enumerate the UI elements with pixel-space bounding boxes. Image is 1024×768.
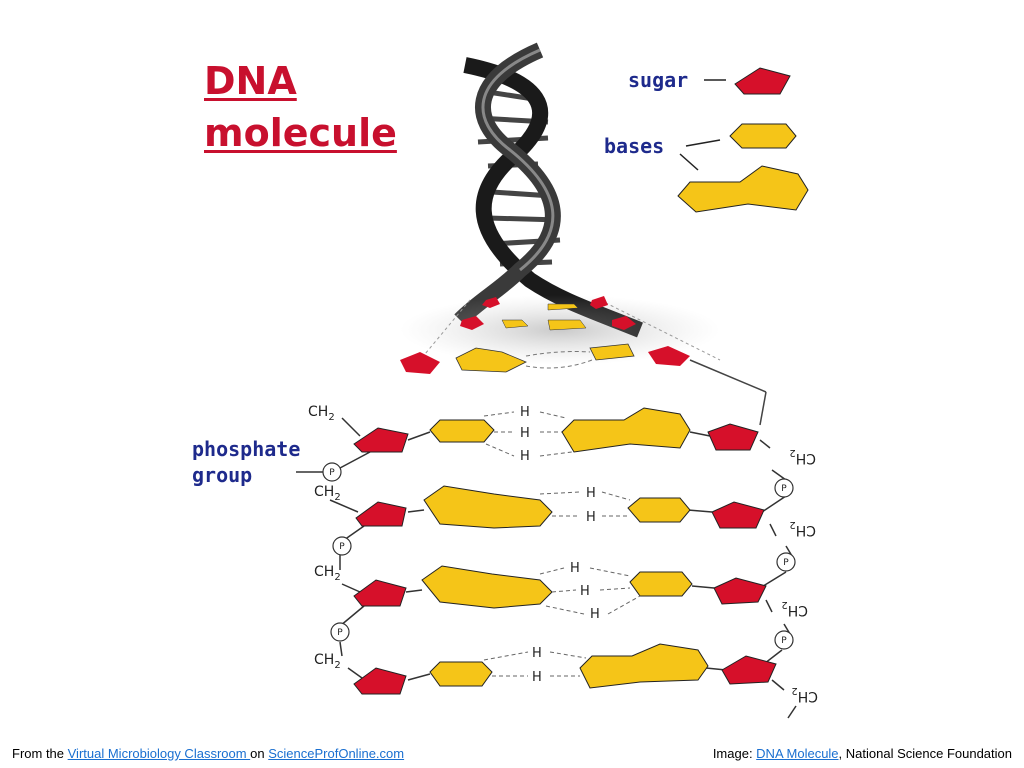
svg-text:CH2: CH2 bbox=[781, 599, 808, 618]
double-helix bbox=[400, 42, 767, 426]
svg-text:CH2: CH2 bbox=[314, 652, 341, 671]
phosphate-label-line-1: phosphate bbox=[192, 437, 301, 461]
svg-text:P: P bbox=[783, 558, 789, 568]
footer-left-prefix: From the bbox=[12, 746, 68, 761]
phosphate-label-line-2: group bbox=[192, 463, 253, 487]
footer-credit-right: Image: DNA Molecule, National Science Fo… bbox=[713, 746, 1012, 761]
footer-right-prefix: Image: bbox=[712, 746, 757, 761]
scienceprofonline-link[interactable]: ScienceProfOnline.com bbox=[268, 746, 405, 761]
dna-molecule-link[interactable]: DNA Molecule bbox=[756, 746, 839, 761]
svg-text:P: P bbox=[339, 542, 345, 552]
svg-text:P: P bbox=[329, 468, 335, 478]
base-pair-row-4: HH bbox=[353, 643, 777, 695]
legend-sugar-icon bbox=[704, 67, 791, 95]
svg-text:CH2: CH2 bbox=[789, 447, 816, 466]
svg-text:H: H bbox=[520, 449, 530, 464]
svg-text:H: H bbox=[532, 646, 542, 661]
ch2-labels-right: CH2 CH2 CH2 CH2 bbox=[781, 447, 818, 704]
phosphate-icon: P bbox=[330, 622, 350, 642]
virtual-microbiology-classroom-link[interactable]: Virtual Microbiology Classroom bbox=[67, 746, 251, 761]
phosphate-icon: P bbox=[774, 478, 794, 498]
backbone bbox=[296, 417, 797, 719]
phosphate-icon: P bbox=[774, 630, 794, 650]
legend-base-large-icon bbox=[677, 153, 809, 213]
phosphate-groups: P P P P P P bbox=[322, 462, 796, 650]
svg-text:CH2: CH2 bbox=[314, 564, 341, 583]
footer-right-suffix: , National Science Foundation bbox=[838, 746, 1012, 761]
legend-label-bases: bases bbox=[604, 134, 665, 158]
svg-text:CH2: CH2 bbox=[789, 519, 816, 538]
base-pair-row-1: HHH bbox=[353, 405, 759, 464]
svg-text:H: H bbox=[590, 607, 600, 622]
footer-left-mid: on bbox=[250, 746, 269, 761]
ch2-labels-left: CH2 CH2 CH2 CH2 bbox=[308, 404, 341, 671]
svg-text:H: H bbox=[586, 486, 596, 501]
svg-text:P: P bbox=[781, 484, 787, 494]
legend-base-small-icon bbox=[685, 123, 797, 149]
svg-text:H: H bbox=[580, 584, 590, 599]
svg-text:H: H bbox=[532, 670, 542, 685]
phosphate-icon: P bbox=[332, 536, 352, 556]
title-line-1: DNA bbox=[204, 59, 297, 103]
base-pair-row-3: HHH bbox=[353, 561, 767, 622]
svg-text:P: P bbox=[781, 636, 787, 646]
svg-text:H: H bbox=[570, 561, 580, 576]
svg-text:H: H bbox=[520, 426, 530, 441]
footer-credit-left: From the Virtual Microbiology Classroom … bbox=[12, 746, 404, 761]
phosphate-icon: P bbox=[776, 552, 796, 572]
legend-label-sugar: sugar bbox=[628, 68, 689, 92]
svg-text:CH2: CH2 bbox=[314, 484, 341, 503]
legend-label-phosphate-group: phosphate group bbox=[192, 436, 300, 488]
svg-text:H: H bbox=[520, 405, 530, 420]
base-pair-row-2: HH bbox=[355, 485, 765, 529]
svg-text:CH2: CH2 bbox=[308, 404, 335, 423]
svg-text:P: P bbox=[337, 628, 343, 638]
svg-text:CH2: CH2 bbox=[791, 685, 818, 704]
phosphate-icon: P bbox=[322, 462, 342, 482]
title-line-2: molecule bbox=[204, 111, 397, 155]
svg-text:H: H bbox=[586, 510, 596, 525]
